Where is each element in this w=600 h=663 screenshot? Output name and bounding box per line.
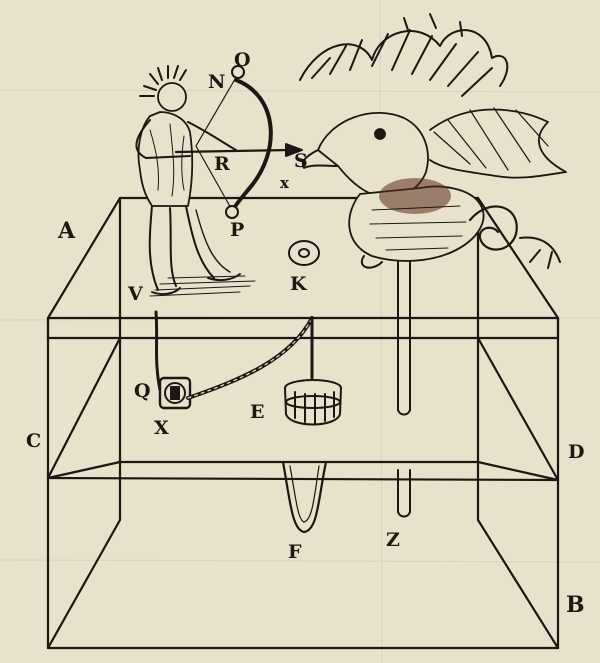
- label-x: X: [154, 417, 169, 439]
- arrowhead: [285, 143, 303, 157]
- label-v: V: [127, 283, 144, 305]
- label-d: D: [568, 441, 584, 463]
- dragon-figure: [299, 13, 567, 269]
- cord-v: [154, 310, 162, 392]
- vessel-f: [281, 460, 328, 534]
- letter-labels: A B C D E F K N O P Q R S V X x Z: [26, 49, 585, 618]
- label-a: A: [57, 218, 76, 244]
- dragon-tail: [468, 205, 518, 251]
- label-b: B: [566, 592, 585, 618]
- label-f: F: [288, 541, 302, 563]
- label-e: E: [250, 401, 264, 423]
- pedestal-box: [46, 196, 560, 650]
- dragon-crest: [299, 13, 509, 97]
- bow-and-arrow: [174, 65, 303, 219]
- label-r: R: [214, 153, 230, 175]
- label-c: C: [26, 430, 41, 452]
- label-n: N: [208, 71, 225, 93]
- weight-e: [284, 379, 342, 426]
- archer-figure: [135, 65, 256, 297]
- label-x-small: x: [280, 174, 290, 192]
- pipe-z: [397, 257, 411, 518]
- ground-hatching: [149, 275, 256, 297]
- label-q: Q: [134, 380, 151, 402]
- label-k: K: [290, 273, 308, 295]
- pulley-x: [158, 376, 192, 410]
- label-o: O: [234, 49, 251, 71]
- label-s: S: [294, 150, 308, 172]
- dragon-wing: [429, 108, 567, 179]
- label-p: P: [230, 219, 244, 241]
- label-z: Z: [386, 529, 400, 551]
- arrow-shaft: [174, 148, 292, 154]
- mechanism: [154, 240, 411, 534]
- knob-k: [288, 240, 320, 266]
- dragon-body: [348, 185, 485, 262]
- dragon-head: [317, 112, 429, 198]
